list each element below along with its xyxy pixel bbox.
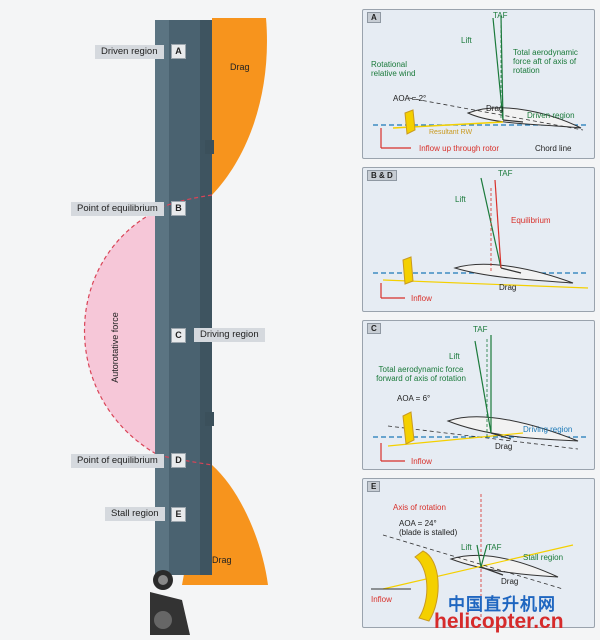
- stalled-label: (blade is stalled): [399, 528, 458, 537]
- drag-label: Drag: [495, 442, 513, 451]
- inflow-label: Inflow: [411, 457, 432, 466]
- watermark-chinese: 中国直升机网: [448, 595, 556, 614]
- taf-label: TAF: [498, 169, 513, 178]
- panel-a-vectors: [373, 15, 588, 149]
- panel-e-vectors: [371, 494, 574, 622]
- drag-label-bottom: Drag: [212, 555, 232, 565]
- region-label-equilibrium-d: Point of equilibrium: [71, 454, 164, 468]
- panel-a-title: A: [367, 12, 381, 23]
- taf-label: TAF: [493, 11, 508, 20]
- total-force-label: Total aerodynamic force aft of axis of r…: [513, 48, 578, 75]
- blade-body: [155, 20, 212, 575]
- region-letter-a: A: [171, 44, 186, 59]
- autorotative-force-label: Autorotative force: [109, 312, 120, 383]
- resultant-rw-label: Resultant RW: [429, 129, 473, 136]
- region-letter-e: E: [171, 507, 186, 522]
- equilibrium-label: Equilibrium: [511, 216, 551, 225]
- region-label-driven: Driven region: [95, 45, 164, 59]
- inflow-label: Inflow: [371, 595, 392, 604]
- panel-bd-title: B & D: [367, 170, 397, 181]
- region-letter-b: B: [171, 201, 186, 216]
- lift-label: Lift: [455, 195, 466, 204]
- rotor-blade-diagram: Driven region A Point of equilibrium B D…: [71, 18, 268, 635]
- watermark: 中国直升机网 helicopter.cn: [430, 590, 600, 635]
- drag-label: Drag: [501, 577, 519, 586]
- rotational-wind-label: Rotational relative wind: [371, 60, 416, 78]
- stall-region-label: Stall region: [523, 553, 564, 562]
- region-label-driving: Driving region: [194, 328, 265, 342]
- region-label-equilibrium-b: Point of equilibrium: [71, 202, 164, 216]
- drag-label: Drag: [499, 283, 517, 292]
- inflow-label: Inflow: [411, 294, 432, 303]
- autorotative-force-area: [83, 209, 159, 457]
- aoa-label: AOA = 6°: [397, 394, 431, 403]
- panel-c: C TAF Lift Total aerodynamic force forwa…: [362, 320, 595, 470]
- panel-a: A TAF Lift Total aerodynamic force aft o…: [362, 9, 595, 159]
- inflow-label: Inflow up through rotor: [419, 144, 500, 153]
- taf-label: TAF: [487, 543, 502, 552]
- panel-e: E Axis of rotation AOA = 24° (blade is s…: [362, 478, 595, 628]
- chord-line-label: Chord line: [535, 144, 572, 153]
- drag-label-top: Drag: [230, 62, 250, 72]
- drag-label: Drag: [486, 104, 504, 113]
- lift-label: Lift: [461, 36, 472, 45]
- region-label-stall: Stall region: [105, 507, 165, 521]
- region-letter-d: D: [171, 453, 186, 468]
- panel-e-title: E: [367, 481, 381, 492]
- driving-region-label: Driving region: [523, 425, 573, 434]
- panel-bd: B & D TAF Lift Equilibrium Drag Inflow: [362, 167, 595, 312]
- driven-region-label: Driven region: [527, 111, 575, 120]
- panel-bd-vectors: [373, 177, 589, 299]
- region-letter-c: C: [171, 328, 186, 343]
- aoa-label: AOA = 24°: [399, 519, 437, 528]
- panel-c-title: C: [367, 323, 381, 334]
- lift-label: Lift: [449, 352, 460, 361]
- aoa-label: AOA = 2°: [393, 94, 427, 103]
- lift-label: Lift: [461, 543, 472, 552]
- rotor-blade-illustration: [83, 18, 268, 635]
- taf-label: TAF: [473, 325, 488, 334]
- axis-rotation-label: Axis of rotation: [393, 503, 446, 512]
- total-force-label: Total aerodynamic force forward of axis …: [376, 365, 466, 383]
- watermark-url: helicopter.cn: [434, 610, 564, 633]
- drag-area-top: [212, 18, 267, 195]
- panel-c-vectors: [373, 335, 588, 462]
